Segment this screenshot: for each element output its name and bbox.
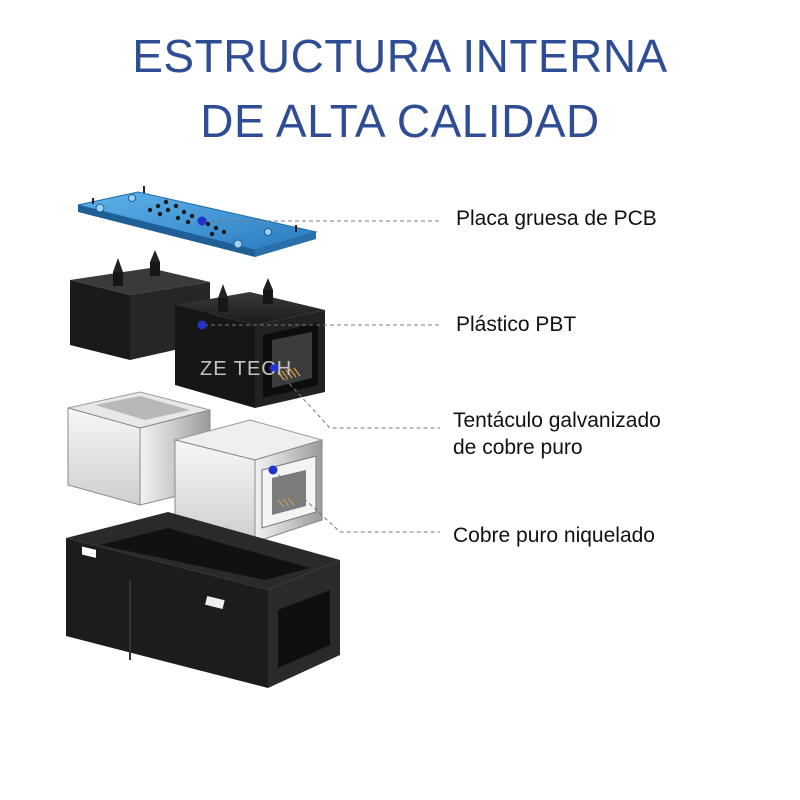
pcb-board bbox=[77, 186, 318, 257]
leader-copper bbox=[272, 469, 440, 533]
marker-copper bbox=[268, 465, 278, 475]
leader-tentacle bbox=[274, 367, 440, 429]
watermark-text: ZE TECH bbox=[200, 358, 293, 380]
marker-dots bbox=[197, 216, 279, 475]
title-line-1: ESTRUCTURA INTERNA bbox=[132, 30, 668, 82]
marker-tentacle bbox=[269, 363, 279, 373]
label-pcb: Placa gruesa de PCB bbox=[456, 207, 657, 230]
label-tentacle: Tentáculo galvanizado de cobre puro bbox=[453, 407, 661, 461]
label-tentacle-line-1: Tentáculo galvanizado bbox=[453, 409, 661, 432]
label-tentacle-line-2: de cobre puro bbox=[453, 436, 583, 459]
pbt-housing bbox=[70, 250, 325, 408]
nickel-copper-shield bbox=[67, 391, 324, 543]
marker-pcb bbox=[197, 216, 207, 226]
label-pbt: Plástico PBT bbox=[456, 313, 577, 336]
marker-pbt bbox=[197, 320, 207, 330]
bottom-frame bbox=[66, 512, 340, 688]
label-copper: Cobre puro niquelado bbox=[453, 524, 655, 547]
leader-lines bbox=[204, 220, 440, 533]
title-line-2: DE ALTA CALIDAD bbox=[200, 95, 600, 147]
